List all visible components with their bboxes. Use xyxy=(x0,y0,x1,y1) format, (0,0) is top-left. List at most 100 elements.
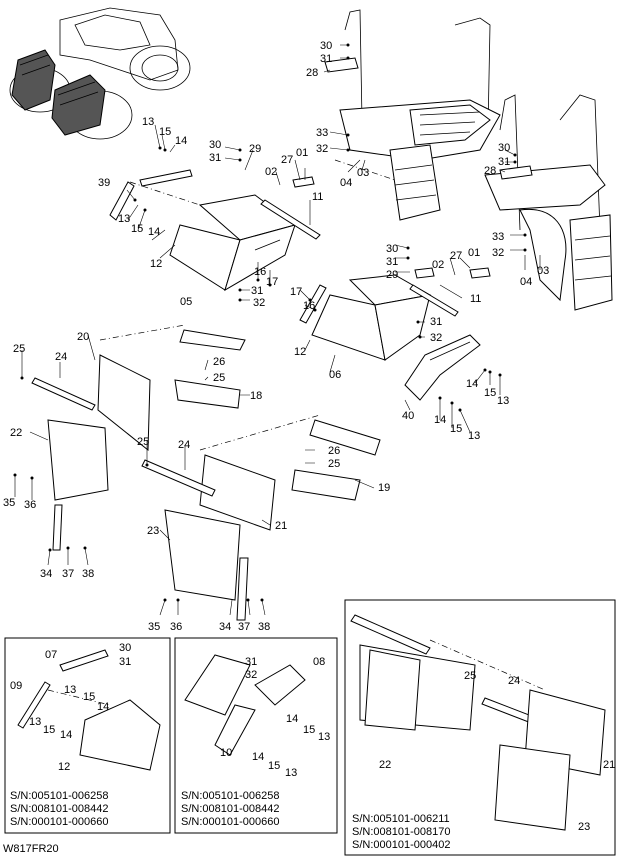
callout: 24 xyxy=(178,439,190,451)
callout: 32 xyxy=(245,669,257,681)
callout: 33 xyxy=(316,127,328,139)
inset-box-2 xyxy=(174,637,338,834)
box3-serial-1: S/N:005101-006211 xyxy=(352,813,450,825)
callout: 16 xyxy=(254,266,266,278)
callout: 04 xyxy=(520,276,532,288)
box2-serial-1: S/N:005101-006258 xyxy=(181,790,279,802)
callout: 25 xyxy=(328,458,340,470)
callout: 31 xyxy=(320,53,332,65)
callout: 20 xyxy=(77,331,89,343)
callout: 31 xyxy=(119,656,131,668)
callout: 14 xyxy=(97,701,109,713)
box2-serial-2: S/N:008101-008442 xyxy=(181,803,279,815)
callout: 18 xyxy=(250,390,262,402)
inset-2-parts xyxy=(184,654,306,756)
callout: 16 xyxy=(303,300,315,312)
callout: 03 xyxy=(357,167,369,179)
callout: 24 xyxy=(55,351,67,363)
callout: 30 xyxy=(209,139,221,151)
callout: 13 xyxy=(497,395,509,407)
callout: 34 xyxy=(219,621,231,633)
tractor-overview xyxy=(9,7,191,140)
box1-serial-1: S/N:005101-006258 xyxy=(10,790,108,802)
callout: 22 xyxy=(10,427,22,439)
callout: 32 xyxy=(253,297,265,309)
callout: 31 xyxy=(386,256,398,268)
callout: 27 xyxy=(450,250,462,262)
callout: 15 xyxy=(450,423,462,435)
callout: 19 xyxy=(378,482,390,494)
callout: 36 xyxy=(24,499,36,511)
callout: 24 xyxy=(508,675,520,687)
callout: 12 xyxy=(58,761,70,773)
callout: 04 xyxy=(340,177,352,189)
callout: 13 xyxy=(318,731,330,743)
callout: 28 xyxy=(306,67,318,79)
inset-box-1 xyxy=(4,637,171,834)
callout: 08 xyxy=(313,656,325,668)
callout: 33 xyxy=(492,231,504,243)
callout: 07 xyxy=(45,649,57,661)
callout: 11 xyxy=(312,191,323,203)
callout: 30 xyxy=(498,142,510,154)
callout: 02 xyxy=(432,259,444,271)
callout: 35 xyxy=(3,497,15,509)
fender-40 xyxy=(404,334,481,401)
callout: 31 xyxy=(209,152,221,164)
callout: 31 xyxy=(251,285,263,297)
callout: 13 xyxy=(285,767,297,779)
cab-frame-top xyxy=(324,9,501,221)
callout: 23 xyxy=(578,821,590,833)
callout: 32 xyxy=(316,143,328,155)
callout: 25 xyxy=(464,670,476,682)
callout: 36 xyxy=(170,621,182,633)
mudflap-20-22 xyxy=(31,324,246,501)
callout: 27 xyxy=(281,154,293,166)
callout: 25 xyxy=(137,436,149,448)
callout: 22 xyxy=(379,759,391,771)
callout: 12 xyxy=(150,258,162,270)
leaders xyxy=(14,44,541,616)
callout: 26 xyxy=(328,445,340,457)
callout: 30 xyxy=(119,642,131,654)
callout: 29 xyxy=(249,143,261,155)
inset-3-parts xyxy=(350,614,606,831)
callout: 13 xyxy=(118,213,130,225)
callout: 34 xyxy=(40,568,52,580)
callout: 31 xyxy=(245,656,257,668)
callout: 31 xyxy=(430,316,442,328)
callout: 15 xyxy=(303,724,315,736)
box3-serial-2: S/N:008101-008170 xyxy=(352,826,450,838)
box1-serial-3: S/N:000101-000660 xyxy=(10,816,108,828)
callout: 35 xyxy=(148,621,160,633)
drawing-code: W817FR20 xyxy=(3,843,59,855)
callout: 37 xyxy=(238,621,250,633)
callout: 13 xyxy=(468,430,480,442)
serial-numbers: S/N:005101-006258 S/N:008101-008442 S/N:… xyxy=(10,790,450,851)
inset-1-parts xyxy=(17,649,161,771)
callout: 02 xyxy=(265,166,277,178)
callout: 14 xyxy=(148,226,160,238)
callout: 03 xyxy=(537,265,549,277)
callout: 14 xyxy=(175,135,187,147)
callout: 17 xyxy=(266,276,278,288)
box1-serial-2: S/N:008101-008442 xyxy=(10,803,108,815)
box2-serial-3: S/N:000101-000660 xyxy=(181,816,279,828)
callout: 01 xyxy=(296,147,308,159)
callout: 11 xyxy=(470,293,481,305)
callout: 21 xyxy=(275,520,287,532)
callout: 15 xyxy=(484,387,496,399)
fender-06 xyxy=(299,267,491,361)
callout: 28 xyxy=(484,165,496,177)
callout: 01 xyxy=(468,247,480,259)
callout: 38 xyxy=(258,621,270,633)
callout: 09 xyxy=(10,680,22,692)
callout: 30 xyxy=(386,243,398,255)
callout: 13 xyxy=(29,716,41,728)
callout: 25 xyxy=(213,372,225,384)
callout: 14 xyxy=(252,751,264,763)
callout: 14 xyxy=(286,713,298,725)
callout: 15 xyxy=(159,126,171,138)
callout: 14 xyxy=(434,414,446,426)
